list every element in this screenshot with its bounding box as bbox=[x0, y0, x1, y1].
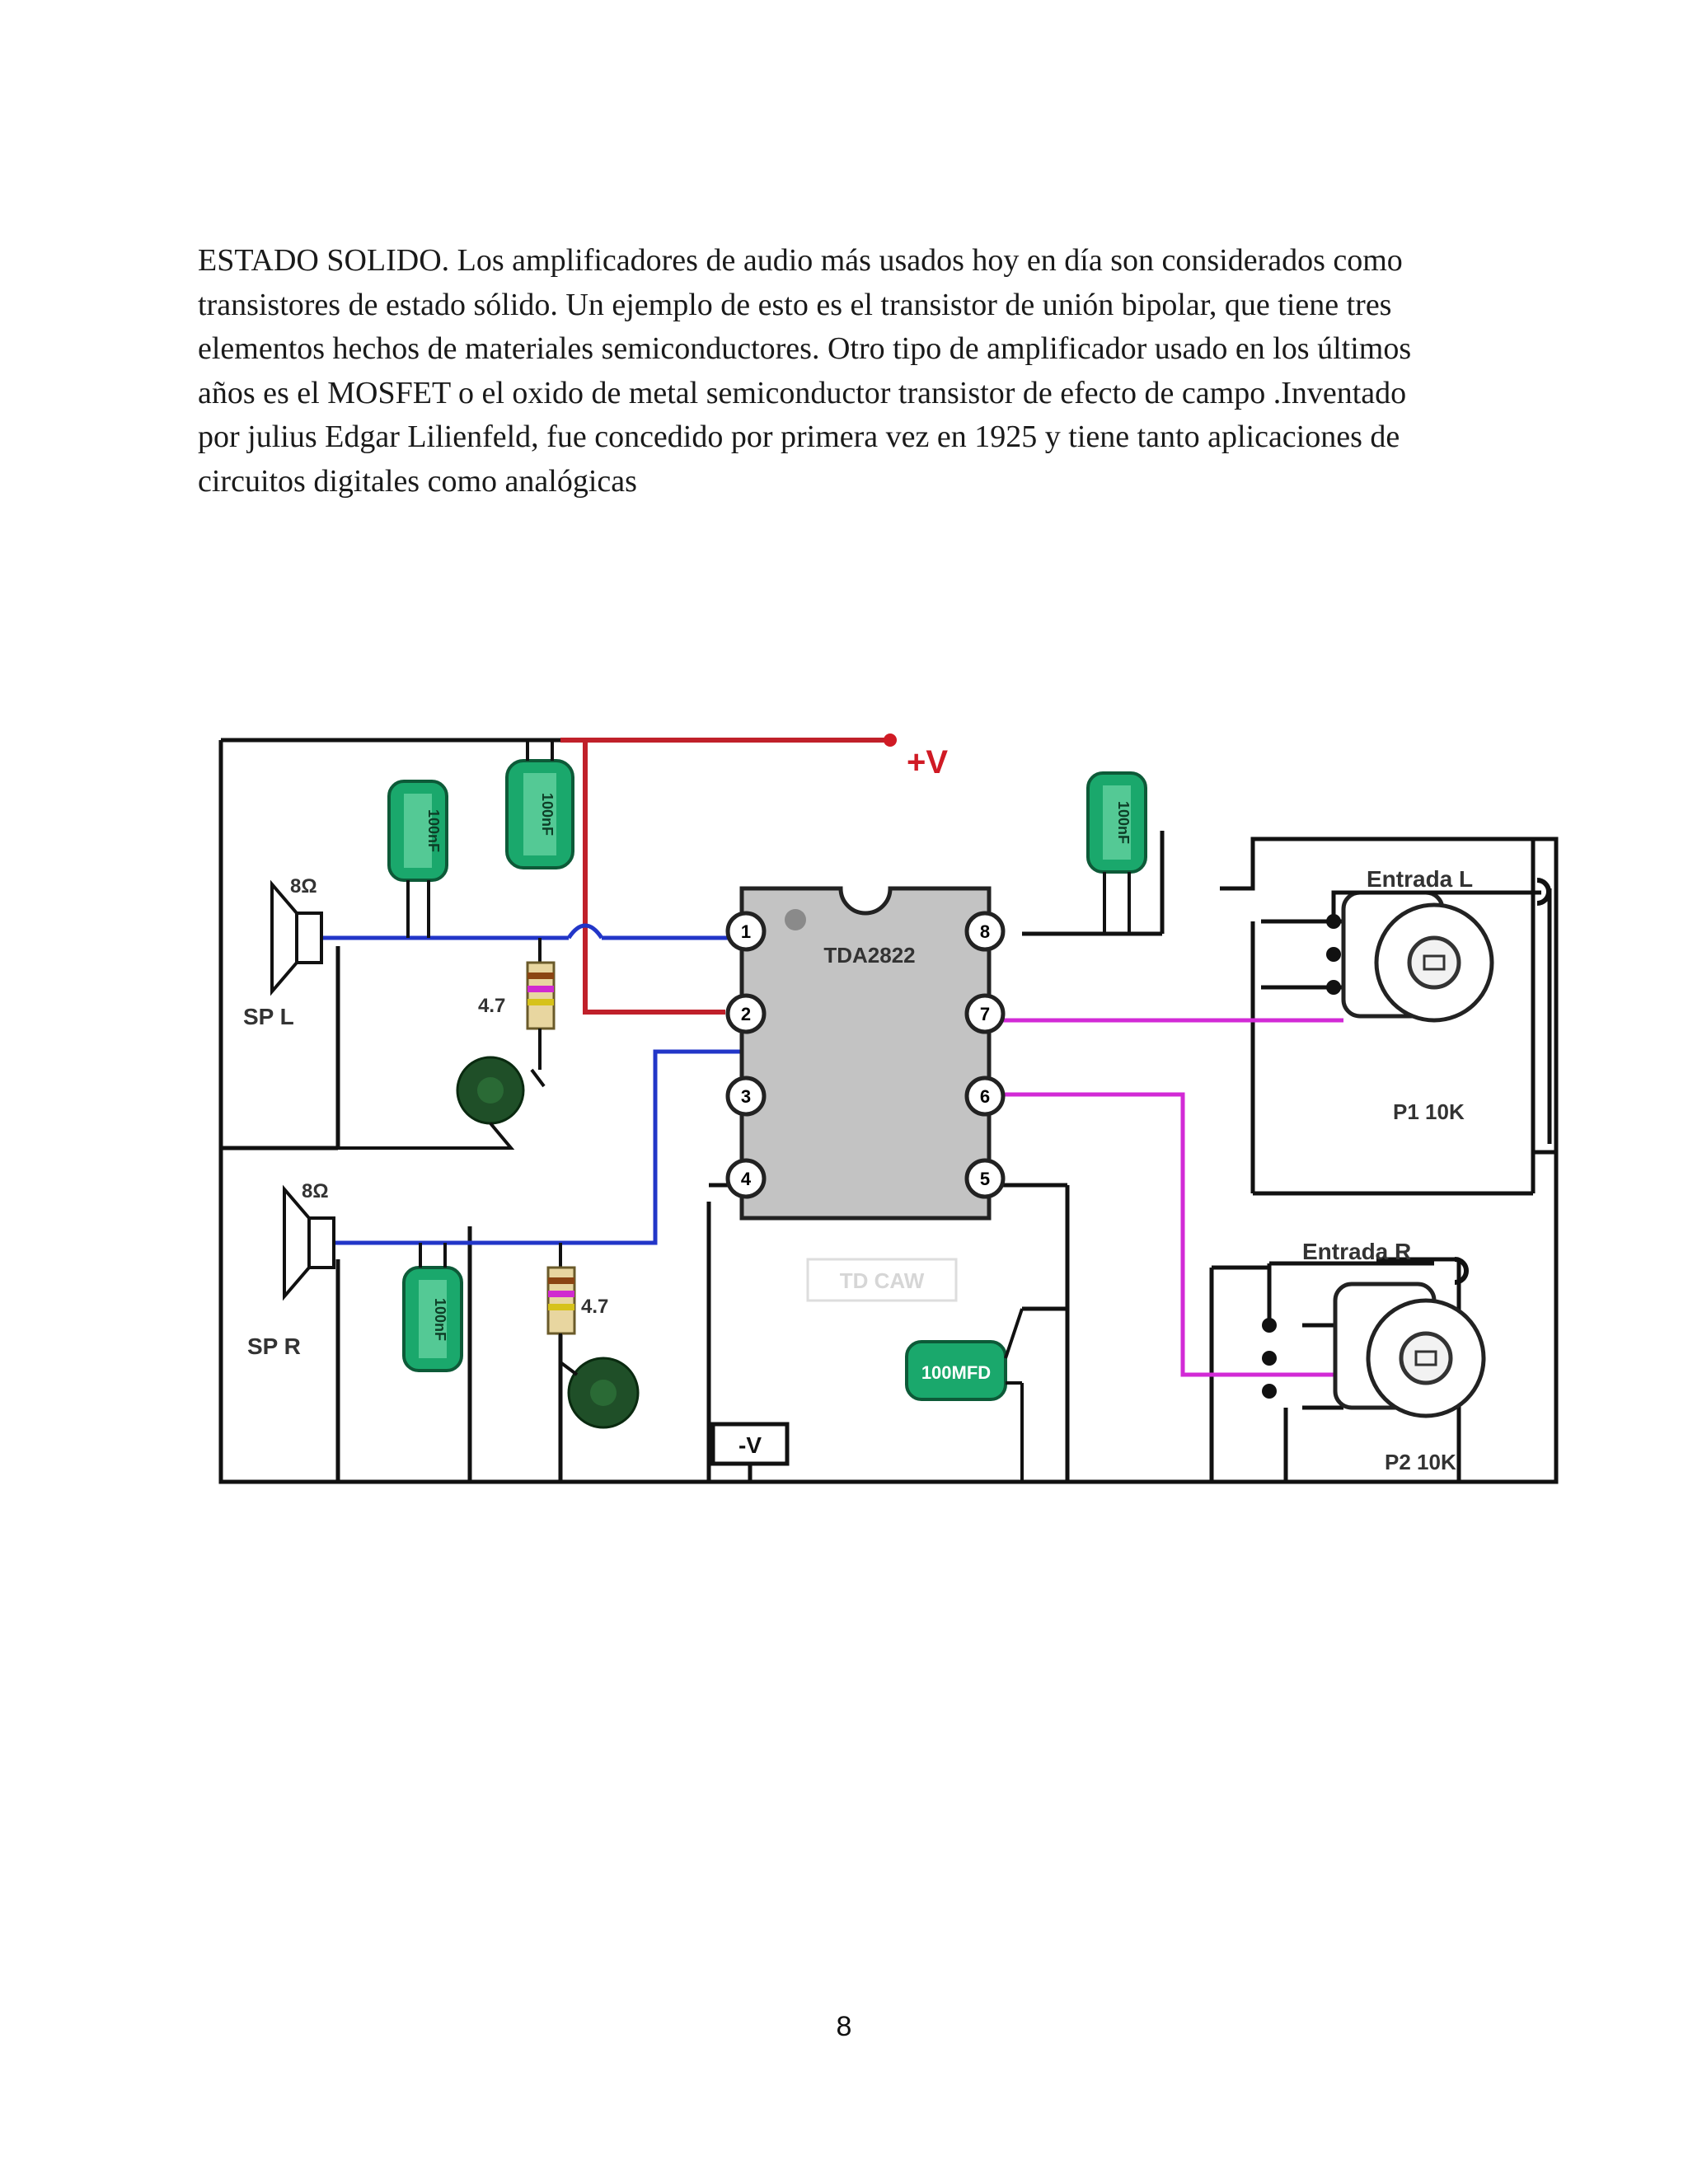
input-jack-right-icon bbox=[1454, 1257, 1469, 1285]
paragraph-line: años es el MOSFET o el oxido de metal se… bbox=[198, 375, 1407, 410]
pin-label: 8 bbox=[980, 921, 990, 942]
capacitor-icon bbox=[402, 1243, 463, 1372]
pin-label: 7 bbox=[980, 1004, 990, 1024]
positive-wire bbox=[560, 738, 890, 1015]
input-left-label: Entrada L bbox=[1367, 866, 1473, 892]
paragraph-line: circuitos digitales como analógicas bbox=[198, 463, 637, 499]
ic-pins: 1 2 3 4 8 7 6 5 bbox=[725, 911, 1006, 1199]
speaker-right-icon bbox=[283, 1184, 335, 1301]
watermark-box bbox=[806, 1258, 958, 1302]
positive-supply-label: +V bbox=[907, 744, 948, 780]
disk-capacitor-icon bbox=[559, 1357, 640, 1429]
paragraph-line: por julius Edgar Lilienfeld, fue concedi… bbox=[198, 419, 1400, 454]
circuit-diagram: 100MFD 100nF 100nF 100nF 100nF bbox=[198, 715, 1566, 1523]
paragraph-line: elementos hechos de materiales semicondu… bbox=[198, 331, 1412, 366]
resistor-label: 4.7 bbox=[478, 995, 505, 1017]
negative-supply-label: -V bbox=[738, 1432, 762, 1458]
potentiometer-right-icon bbox=[1262, 1282, 1486, 1418]
input-right-label: Entrada R bbox=[1302, 1239, 1411, 1264]
body-paragraph: ESTADO SOLIDO. Los amplificadores de aud… bbox=[198, 239, 1533, 504]
pin-label: 5 bbox=[980, 1169, 990, 1189]
speaker-impedance-label: 8Ω bbox=[290, 875, 317, 898]
potentiometer-left-icon bbox=[1326, 890, 1494, 1023]
cap-small-label: 100nF bbox=[1115, 801, 1132, 844]
pin-label: 2 bbox=[741, 1004, 751, 1024]
negative-supply-box: -V bbox=[710, 1422, 790, 1466]
resistor-icon bbox=[526, 938, 556, 1070]
pot-wires bbox=[1267, 890, 1541, 1325]
capacitor-icon bbox=[505, 740, 574, 869]
speaker-right-label: SP R bbox=[247, 1333, 301, 1359]
signal-wires bbox=[321, 923, 742, 1245]
watermark-label: TD CAW bbox=[840, 1268, 925, 1293]
pin-label: 4 bbox=[741, 1169, 752, 1189]
speaker-left-label: SP L bbox=[243, 1004, 294, 1029]
pot-right-label: P2 10K bbox=[1385, 1450, 1456, 1474]
page-number: 8 bbox=[836, 2011, 852, 2042]
cap-small-label: 100nF bbox=[432, 1298, 448, 1341]
cap-small-label: 100nF bbox=[539, 793, 556, 836]
speaker-impedance-label: 8Ω bbox=[302, 1180, 329, 1202]
speaker-left-icon bbox=[270, 879, 323, 996]
resistor-icon bbox=[546, 1243, 576, 1362]
disk-capacitor-icon bbox=[338, 1056, 546, 1150]
resistor-label: 4.7 bbox=[581, 1296, 608, 1318]
chip-label: TDA2822 bbox=[823, 943, 915, 968]
input-wires bbox=[981, 1018, 1343, 1377]
capacitor-icon bbox=[387, 780, 448, 938]
capacitor-icon bbox=[1086, 771, 1147, 934]
circuit-svg: 100MFD 100nF 100nF 100nF 100nF bbox=[218, 733, 1559, 1484]
capacitor-icon: 100MFD bbox=[905, 1308, 1024, 1482]
cap-small-label: 100nF bbox=[425, 809, 442, 852]
input-jack-left-icon bbox=[1536, 878, 1551, 906]
paragraph-line: transistores de estado sólido. Un ejempl… bbox=[198, 287, 1392, 322]
positive-terminal-dot bbox=[884, 733, 897, 747]
paragraph-line: ESTADO SOLIDO. Los amplificadores de aud… bbox=[198, 243, 1403, 278]
ic-chip: TDA2822 bbox=[739, 886, 992, 1221]
pot-left-label: P1 10K bbox=[1393, 1099, 1465, 1124]
pin-label: 1 bbox=[741, 921, 751, 942]
cap-large-label: 100MFD bbox=[921, 1362, 991, 1383]
pin-label: 3 bbox=[741, 1086, 751, 1107]
pin-label: 6 bbox=[980, 1086, 990, 1107]
